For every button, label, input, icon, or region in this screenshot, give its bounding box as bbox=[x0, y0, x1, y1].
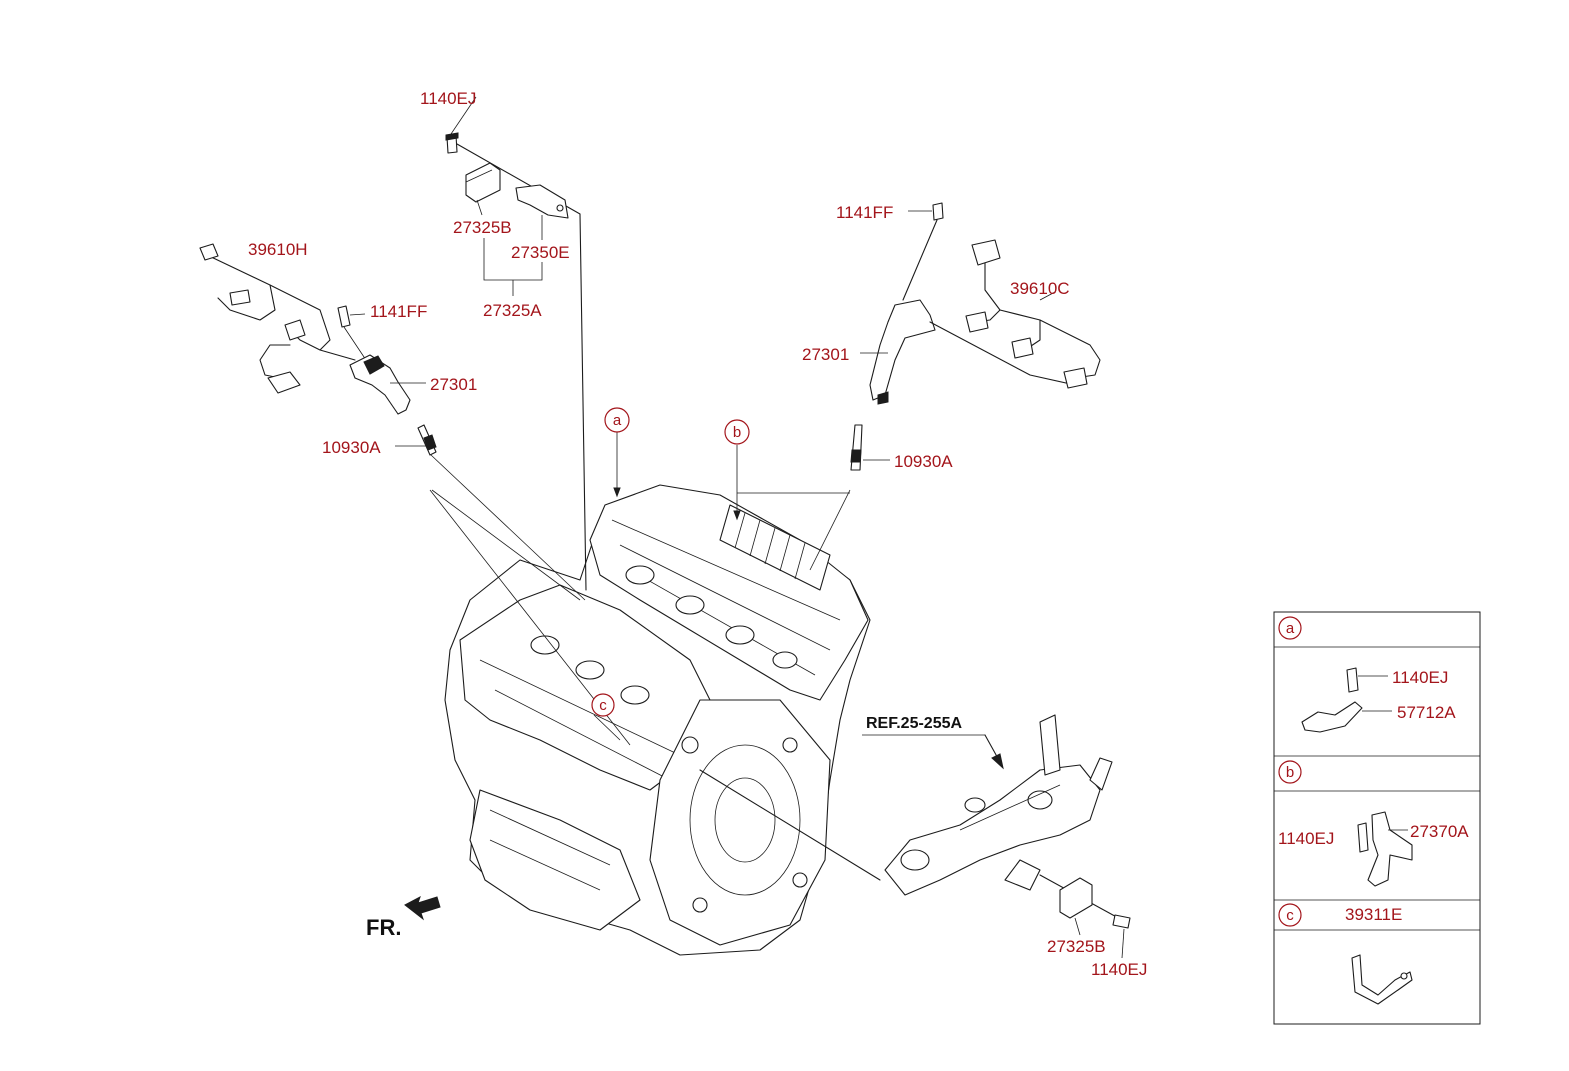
label-harness-right: 39610C bbox=[1010, 279, 1070, 298]
front-arrow-icon bbox=[404, 895, 441, 921]
detail-a-bolt-label: 1140EJ bbox=[1392, 668, 1448, 687]
label-ref: REF.25-255A bbox=[866, 715, 962, 732]
sensor-assembly-top bbox=[445, 96, 587, 591]
detail-b-bolt-label: 1140EJ bbox=[1278, 829, 1334, 848]
label-plug-left: 10930A bbox=[322, 438, 381, 457]
part-labels: 1140EJ 27325B 27350E 27325A 39610H 1141F… bbox=[248, 89, 1147, 979]
detail-a-bolt bbox=[1346, 667, 1359, 693]
detail-c-bracket-label: 39311E bbox=[1345, 905, 1402, 924]
harness-left-connector bbox=[267, 371, 301, 394]
svg-text:a: a bbox=[613, 412, 622, 429]
label-plug-right: 10930A bbox=[894, 452, 953, 471]
detail-c-bracket bbox=[1351, 954, 1413, 1005]
label-coil-right: 27301 bbox=[802, 345, 849, 364]
label-bolt-right: 1141FF bbox=[836, 203, 893, 222]
harness-left bbox=[206, 254, 331, 351]
bolt-bottom bbox=[1112, 914, 1131, 929]
intake-grid bbox=[719, 504, 831, 591]
detail-section-c: c 39311E bbox=[1278, 903, 1413, 1005]
right-ignition-group bbox=[809, 202, 1101, 571]
front-arrow bbox=[404, 895, 441, 921]
sensor-group-bottom bbox=[699, 769, 1131, 959]
callout-a[interactable]: a bbox=[604, 407, 630, 433]
left-ignition-group bbox=[199, 243, 631, 746]
coil-right bbox=[869, 299, 936, 401]
harness-right bbox=[929, 321, 1076, 386]
label-top-bolt: 1140EJ bbox=[420, 89, 476, 108]
left-bank-ports bbox=[530, 635, 650, 705]
oil-pan bbox=[469, 789, 641, 931]
label-sensor-bottom: 27325B bbox=[1047, 937, 1106, 956]
thermostat-housing bbox=[884, 714, 1113, 896]
ref-callout bbox=[862, 734, 1004, 770]
detail-a-bracket-label: 57712A bbox=[1397, 703, 1456, 722]
label-coil-left: 27301 bbox=[430, 375, 477, 394]
svg-text:a: a bbox=[1286, 620, 1295, 637]
label-front: FR. bbox=[366, 915, 401, 940]
label-sensor-assy: 27325A bbox=[483, 301, 542, 320]
bolt-left-1141ff bbox=[337, 305, 351, 328]
label-harness-left: 39610H bbox=[248, 240, 308, 259]
svg-text:b: b bbox=[733, 424, 741, 441]
label-bolt-left: 1141FF bbox=[370, 302, 427, 321]
callout-c[interactable]: c bbox=[591, 693, 615, 717]
right-cylinder-head bbox=[589, 484, 869, 701]
label-bracket-top: 27350E bbox=[511, 243, 570, 262]
bolt-right-1141ff bbox=[932, 202, 944, 221]
detail-a-bracket bbox=[1301, 701, 1363, 733]
detail-b-bracket bbox=[1367, 811, 1413, 887]
bracket-top bbox=[515, 184, 569, 219]
detail-section-b: b 1140EJ 27370A bbox=[1278, 760, 1469, 887]
svg-text:c: c bbox=[599, 697, 607, 714]
label-bolt-bottom: 1140EJ bbox=[1091, 960, 1147, 979]
detail-b-bolt bbox=[1357, 822, 1369, 853]
engine-assembly bbox=[444, 484, 871, 956]
detail-panel: a 1140EJ 57712A b 1140EJ 27370A c 39311E bbox=[1273, 611, 1481, 1025]
label-sensor-top: 27325B bbox=[453, 218, 512, 237]
sensor-top bbox=[465, 162, 501, 203]
detail-b-bracket-label: 27370A bbox=[1410, 822, 1469, 841]
bracket-bottom bbox=[1004, 859, 1041, 891]
right-bank-ports bbox=[625, 565, 798, 669]
sensor-bottom bbox=[1059, 877, 1093, 919]
svg-text:c: c bbox=[1286, 907, 1294, 924]
callout-b[interactable]: b bbox=[724, 419, 750, 445]
detail-section-a: a 1140EJ 57712A bbox=[1278, 616, 1456, 733]
bellhousing bbox=[649, 699, 831, 946]
svg-text:b: b bbox=[1286, 764, 1294, 781]
coil-left bbox=[349, 354, 411, 415]
spark-plug-right bbox=[850, 424, 863, 471]
